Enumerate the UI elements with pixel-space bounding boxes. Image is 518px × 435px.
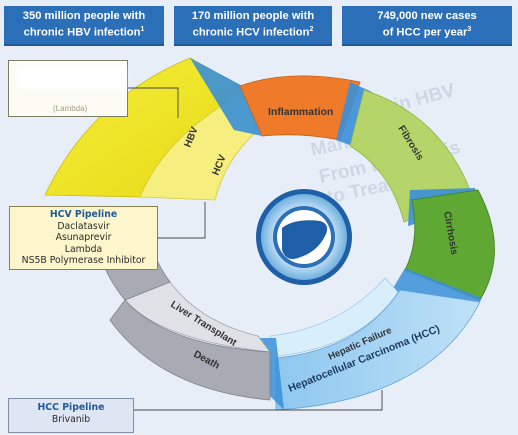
header-hcv-line2: chronic HCV infection	[192, 26, 310, 39]
hcv-callout-line	[156, 202, 206, 239]
hcv-pipeline-title: HCV Pipeline	[49, 209, 118, 220]
label-inflammation: Inflammation	[268, 106, 333, 118]
inflammation-segment	[239, 75, 361, 141]
hcv-pipeline-item: Lambda	[64, 243, 103, 255]
connector-hbv-inflammation	[190, 58, 262, 136]
header-hcv-line2-wrap: chronic HCV infection2	[174, 23, 332, 40]
header-hcc-line1: 749,000 new cases	[377, 10, 477, 23]
header-hcc-sup: 3	[467, 26, 472, 34]
hcv-pipeline-item: Asunaprevir	[55, 232, 112, 244]
hcv-pipeline-item: Daclatasvir	[57, 220, 110, 232]
hcc-pipeline-title: HCC Pipeline	[37, 402, 105, 413]
hcc-callout-line	[133, 390, 383, 411]
hbv-pipeline-box: (Lambda)	[8, 60, 128, 117]
header-hcc-line2-wrap: of HCC per year3	[342, 23, 512, 40]
header-hcv-sup: 2	[309, 26, 314, 34]
header-hbv-prevalence: 350 million people with chronic HBV infe…	[4, 6, 164, 46]
hbv-box-obscured-area	[17, 67, 125, 89]
hbv-callout-line	[128, 87, 179, 118]
header-hbv-sup: 1	[140, 26, 145, 34]
header-hbv-line2-wrap: chronic HBV infection1	[4, 23, 164, 40]
hcc-pipeline-item: Brivanib	[51, 413, 91, 425]
header-hcc-incidence: 749,000 new cases of HCC per year3	[342, 6, 512, 46]
header-hcc-line2: of HCC per year	[382, 26, 468, 39]
hcv-pipeline-item: NS5B Polymerase Inhibitor	[21, 255, 146, 267]
header-hbv-line2: chronic HBV infection	[23, 26, 141, 39]
center-liver-emblem	[256, 189, 352, 285]
hbv-box-partial-text: (Lambda)	[53, 104, 88, 113]
header-hcv-line1: 170 million people with	[191, 10, 315, 23]
header-hbv-line1: 350 million people with	[22, 10, 146, 23]
hcc-pipeline-box: HCC Pipeline Brivanib	[8, 398, 134, 433]
header-hcv-prevalence: 170 million people with chronic HCV infe…	[174, 6, 332, 46]
liver-icon	[282, 220, 328, 259]
hcv-pipeline-box: HCV Pipeline Daclatasvir Asunaprevir Lam…	[9, 206, 158, 270]
